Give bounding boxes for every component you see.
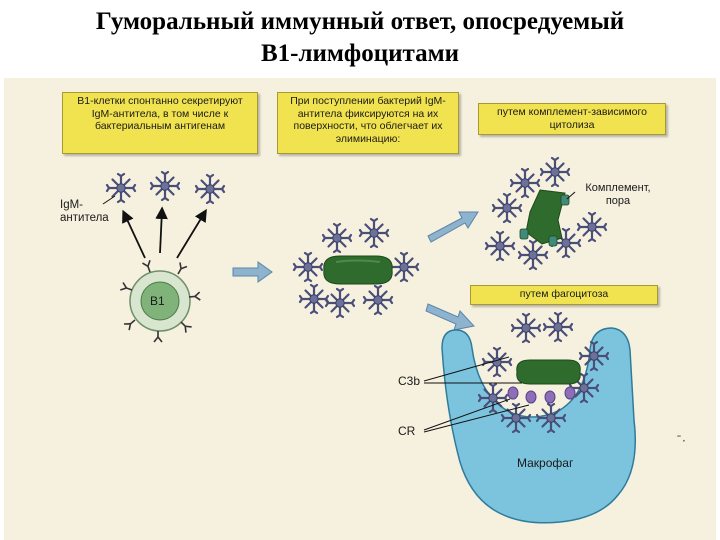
title-line-2: B1-лимфоцитами [260,40,460,67]
note-bacteria-fixation: При поступлении бактерий IgM-антитела фи… [277,92,459,154]
pore-pointer [566,191,576,200]
label-c3b: C3b [398,374,421,388]
igm-pointer [102,195,116,205]
label-b1-cell: B1 [150,294,165,308]
secretion-arrows [122,206,207,259]
macrophage-cell [441,327,637,524]
free-igm-antibodies [105,170,226,205]
complement-bacterium [484,156,608,271]
slide-title: Гуморальный иммунный ответ, опосредуемый… [0,6,720,70]
margin-mark: ˉ· [676,434,686,448]
phagocytosis-bacterium [477,311,610,434]
note-phagocytosis: путем фагоцитоза [470,285,658,305]
title-line-1: Гуморальный иммунный ответ, опосредуемый [95,8,625,35]
label-macrophage: Макрофаг [517,456,574,470]
arrow-to-phagocytosis [425,303,475,331]
note-b1-secretion: B1-клетки спонтанно секретируют IgM-анти… [62,92,258,154]
label-complement-pore: Комплемент, пора [585,182,651,207]
note-complement-lysis: путем комплемент-зависимого цитолиза [478,103,666,135]
opsonized-bacterium [292,217,420,319]
label-igm-antibodies: IgM-антитела [60,199,109,224]
label-cr: CR [398,424,416,438]
arrow-to-complement [427,211,479,243]
b1-cell [119,259,202,343]
arrow-to-bacterium [232,261,273,283]
c3b-cr-pointers [423,356,530,433]
